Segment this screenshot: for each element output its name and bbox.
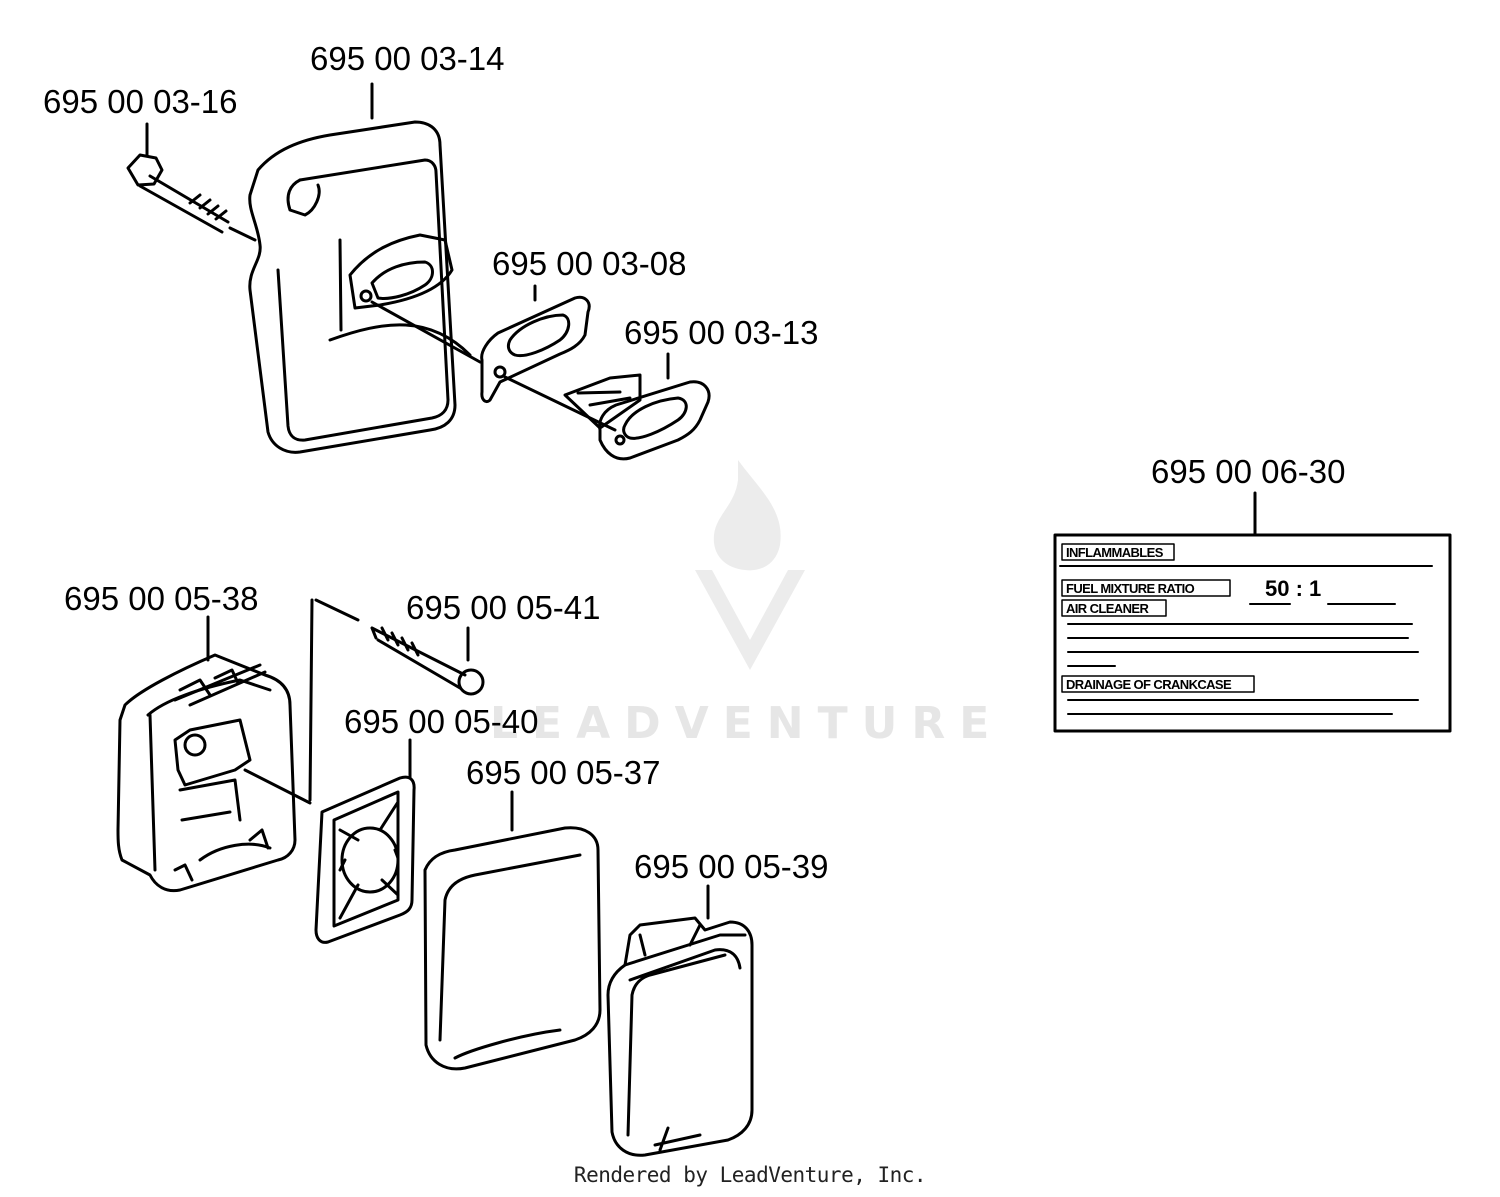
watermark-text: LEADVENTURE [490,698,1004,749]
label-housing-screw: 695 00 05-41 [406,589,601,626]
decal-line-drainage: DRAINAGE OF CRANKCASE [1066,677,1232,692]
label-muffler-bolt: 695 00 03-16 [43,83,238,120]
air-filter-housing [116,598,360,893]
watermark-logo [695,460,805,670]
decal-line-inflammables: INFLAMMABLES [1066,545,1164,560]
leader-lines-muffler [145,82,1257,920]
label-air-filter-cover: 695 00 05-39 [634,848,829,885]
label-muffler: 695 00 03-14 [310,40,505,77]
label-decal: 695 00 06-30 [1151,453,1346,490]
label-air-filter: 695 00 05-37 [466,754,661,791]
decal-frame [1053,533,1452,733]
exhaust-deflector [563,373,711,461]
decal-line-air-cleaner: AIR CLEANER [1066,601,1149,616]
label-gasket: 695 00 03-08 [492,245,687,282]
label-air-filter-housing: 695 00 05-38 [64,580,259,617]
decal-ratio: 50 : 1 [1265,576,1321,601]
filter-holder [314,775,416,944]
gasket [480,295,617,432]
label-exhaust-deflector: 695 00 03-13 [624,314,819,351]
label-filter-holder: 695 00 05-40 [344,703,539,740]
air-filter [423,826,602,1071]
housing-screw [370,626,485,696]
footer-credit: Rendered by LeadVenture, Inc. [573,1163,927,1187]
air-filter-cover [606,916,754,1157]
decal-line-fuel-mixture: FUEL MIXTURE RATIO [1066,581,1195,596]
muffler-bolt [126,153,257,242]
muffler-body [248,120,482,454]
